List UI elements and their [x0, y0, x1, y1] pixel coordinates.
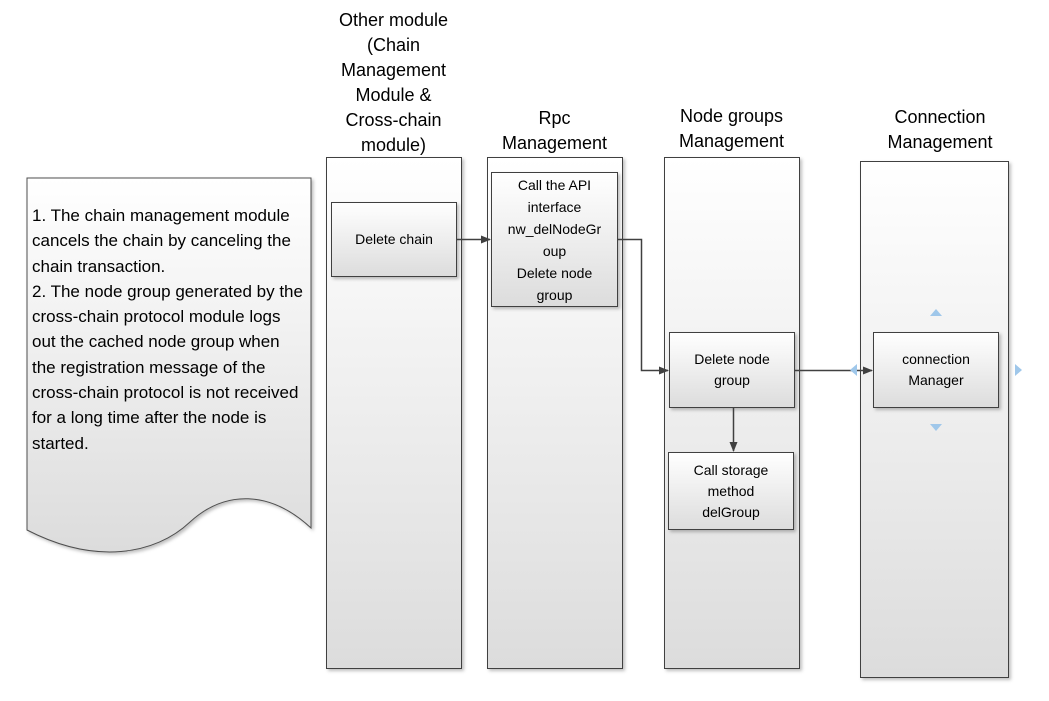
box-delete-chain-shape: [331, 202, 457, 277]
box-delete-chain[interactable]: Delete chain: [355, 231, 433, 247]
handle-right-icon[interactable]: [1015, 364, 1022, 376]
note-line-1: 1. The chain management module cancels t…: [32, 206, 291, 276]
note-line-2: 2. The node group generated by the cross…: [32, 281, 303, 453]
note-document-shape: [26, 177, 312, 553]
box-connection-manager[interactable]: connection Manager: [902, 351, 970, 388]
box-delete-node-group[interactable]: Delete node group: [694, 351, 770, 388]
box-delete-node-group-shape: [669, 332, 795, 408]
handle-down-icon[interactable]: [930, 424, 942, 431]
box-call-storage[interactable]: Call storage method delGroup: [693, 461, 769, 520]
lane-title-rpc-management: Rpc Management: [501, 108, 608, 153]
lane-node-groups-management: [664, 157, 800, 669]
lane-title-other-module: Other module (Chain Management Module & …: [338, 10, 449, 155]
lane-title-node-groups-management: Node groups Management: [678, 106, 785, 151]
lane-title-connection-management: Connection Management: [887, 107, 993, 152]
note-text: 1. The chain management module cancels t…: [32, 203, 307, 456]
box-call-api[interactable]: Call the API interface nw_delNodeGr oup …: [507, 176, 602, 303]
connector-api-to-delete-node-group: [617, 238, 669, 375]
box-call-storage-shape: [668, 452, 794, 530]
handle-left-icon[interactable]: [850, 364, 857, 376]
lane-connection-management: [860, 161, 1009, 678]
handle-up-icon[interactable]: [930, 309, 942, 316]
box-call-api-shape: [491, 172, 618, 307]
box-connection-manager-shape: [873, 332, 999, 408]
